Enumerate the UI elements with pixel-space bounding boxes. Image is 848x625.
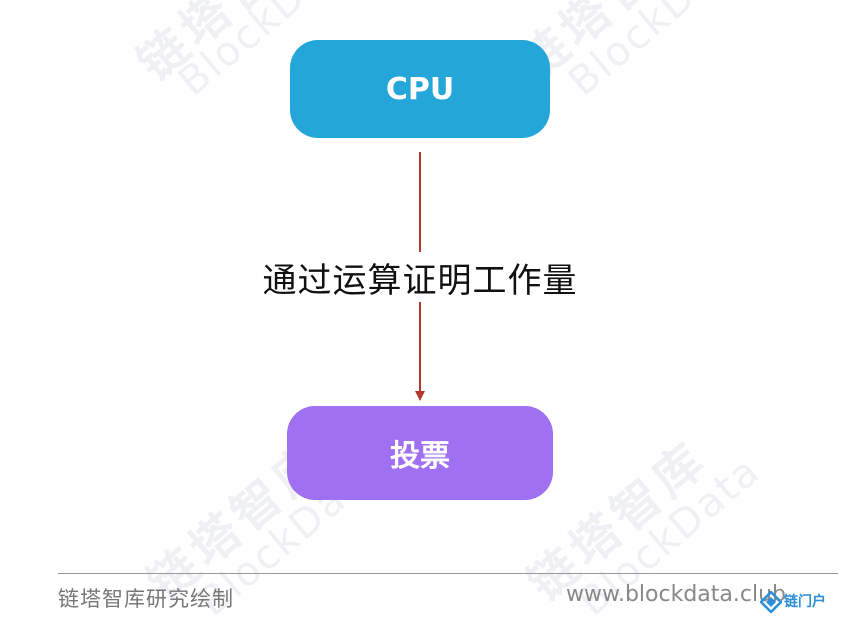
footer-url: www.blockdata.club [566, 582, 786, 607]
logo-text: 链门户 [784, 594, 826, 610]
footer-divider [58, 573, 838, 574]
vote-node-label: 投票 [390, 439, 450, 474]
cpu-node: CPU [290, 40, 550, 138]
vote-node: 投票 [287, 406, 553, 500]
brand-logo: 链门户 [760, 588, 844, 616]
logo-diamond-icon [760, 591, 782, 613]
edge-label: 通过运算证明工作量 [230, 252, 610, 302]
cpu-node-label: CPU [385, 71, 455, 107]
footer-credit: 链塔智库研究绘制 [58, 587, 234, 611]
